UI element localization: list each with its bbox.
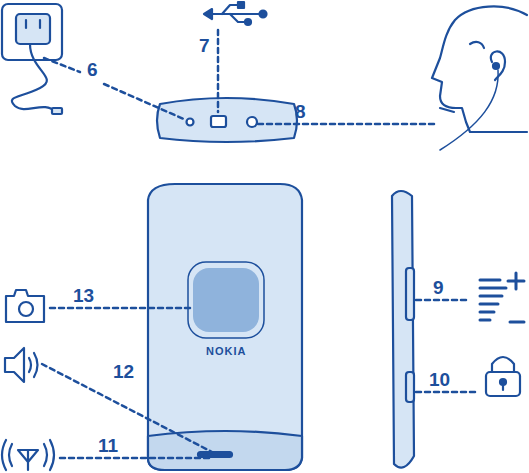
callout-number: 12 xyxy=(113,362,134,381)
usb-icon xyxy=(204,2,267,25)
callout-number: 10 xyxy=(429,370,450,389)
head-icon xyxy=(432,6,527,150)
camera-icon xyxy=(6,290,44,322)
phone-back xyxy=(148,184,302,470)
speaker-icon xyxy=(5,348,38,382)
callout-number: 7 xyxy=(199,36,210,55)
lock-icon xyxy=(486,357,520,396)
brand-logo: NOKIA xyxy=(206,346,246,357)
leader-lines xyxy=(42,30,478,458)
callout-number: 6 xyxy=(87,60,98,79)
callout-number: 13 xyxy=(73,286,94,305)
callout-number: 8 xyxy=(295,102,306,121)
antenna-icon xyxy=(2,440,54,470)
charger-icon xyxy=(2,4,62,114)
phone-top xyxy=(157,98,297,142)
phone-side xyxy=(392,191,414,468)
volume-icon xyxy=(480,273,524,322)
callout-number: 9 xyxy=(433,278,444,297)
callout-number: 11 xyxy=(98,436,118,455)
